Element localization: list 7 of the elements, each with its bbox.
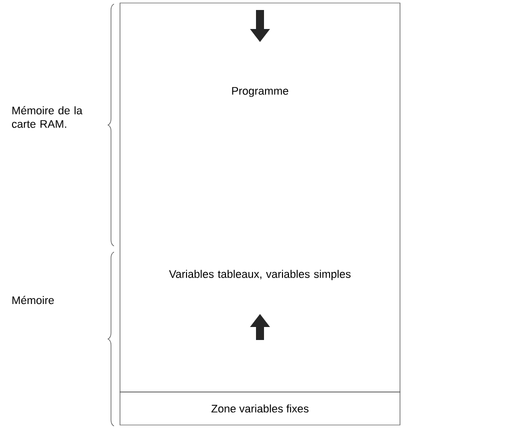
brace-label: Mémoire de la carte RAM. [12,106,82,128]
area-label: Programme [232,87,288,97]
brace-label: Mémoire [12,296,54,304]
memory-area [120,392,400,426]
area-label: Variables tableaux, variables simples [169,270,351,280]
area-label: Zone variables fixes [211,404,308,413]
memory-area [120,2,400,392]
